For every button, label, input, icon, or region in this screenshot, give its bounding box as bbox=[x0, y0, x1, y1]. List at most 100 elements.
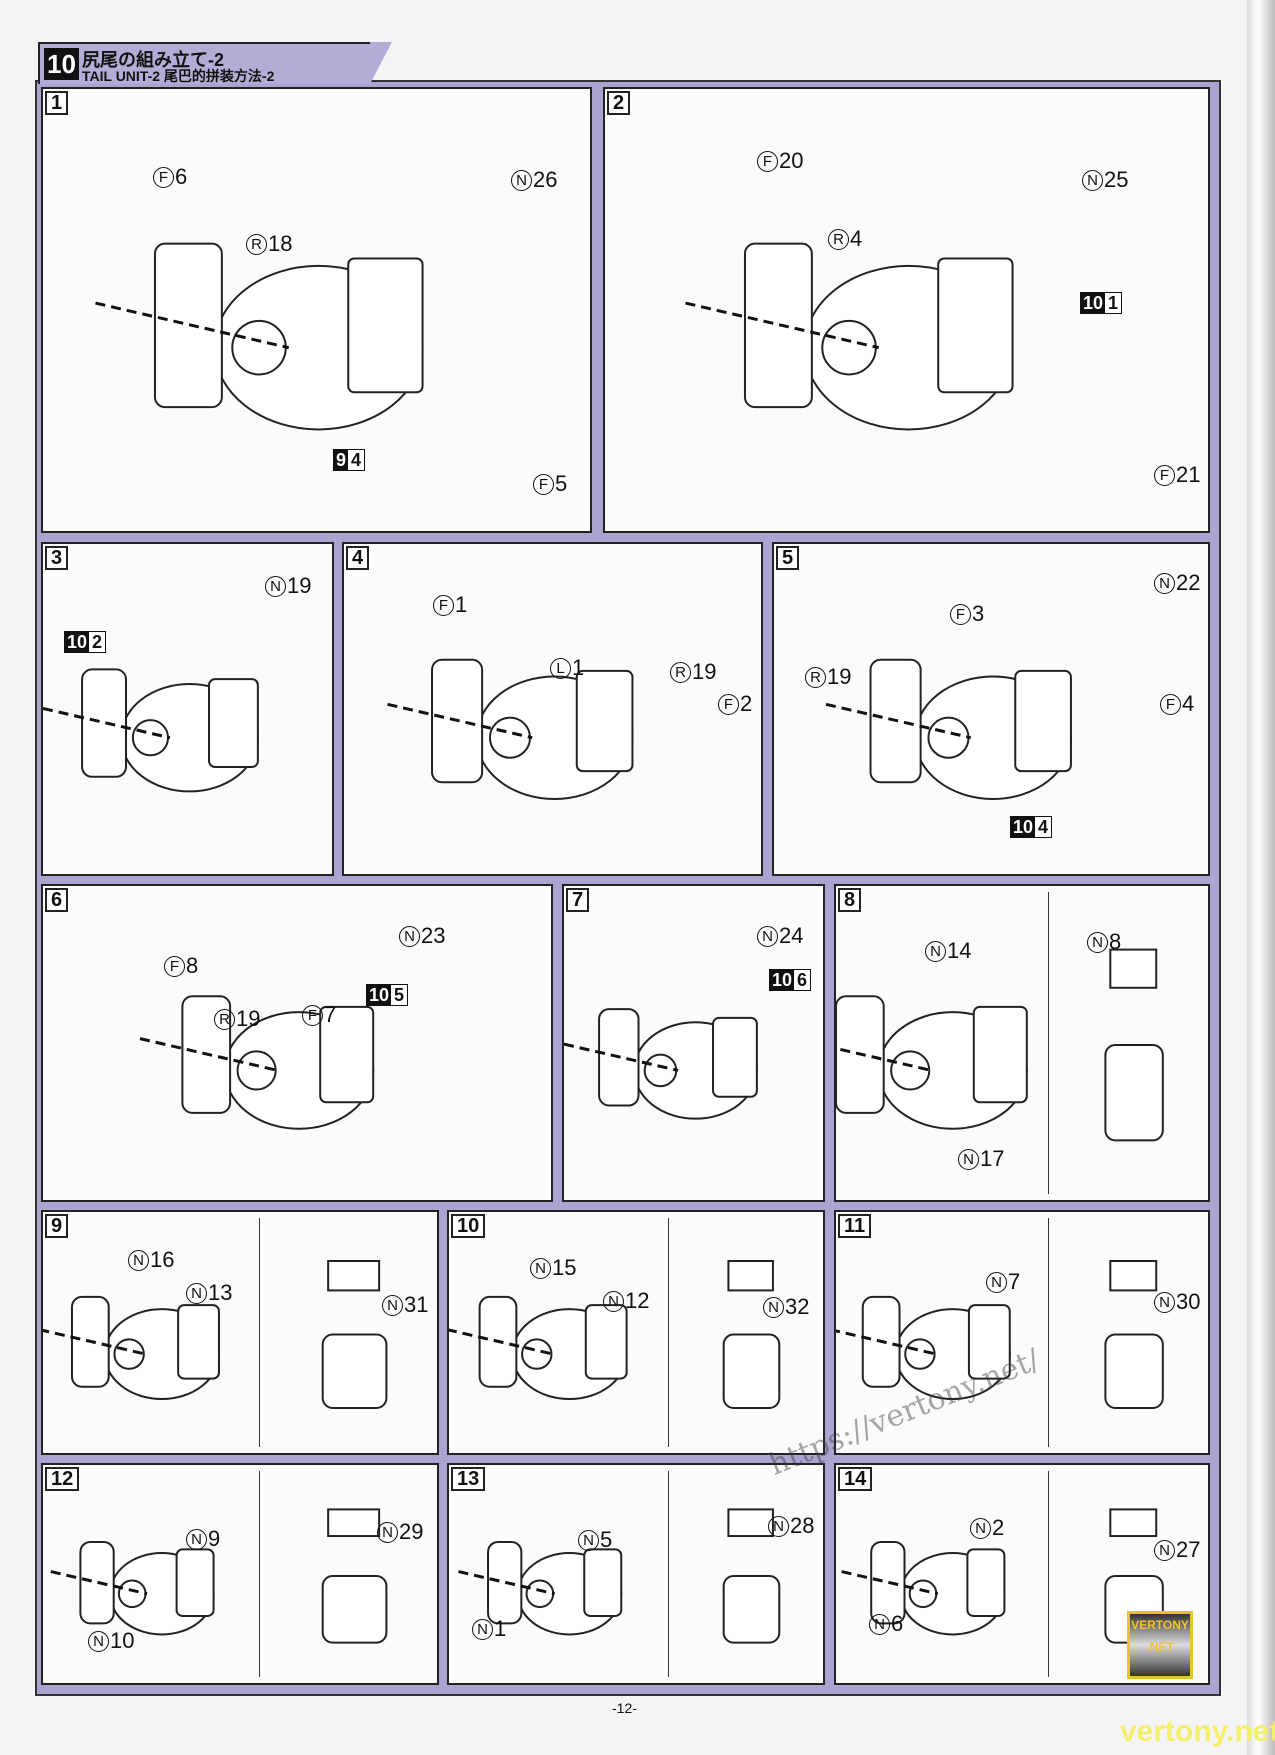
part-shape bbox=[743, 242, 813, 409]
part-number: 8 bbox=[1109, 929, 1122, 954]
part-number: 24 bbox=[779, 923, 804, 948]
part-number: 6 bbox=[891, 1611, 904, 1636]
part-shape bbox=[153, 242, 223, 409]
part-shape bbox=[712, 1016, 758, 1098]
part-number: 19 bbox=[692, 659, 717, 684]
badge-section: 10 bbox=[1081, 293, 1106, 313]
badge-section: 10 bbox=[65, 632, 90, 652]
section-subtitle: TAIL UNIT-2 尾巴的拼装方法-2 bbox=[82, 68, 275, 84]
part-shape bbox=[1104, 1044, 1164, 1142]
part-runner-letter: N bbox=[986, 1271, 1007, 1293]
part-shape bbox=[727, 1260, 774, 1292]
part-runner-letter: N bbox=[186, 1528, 207, 1550]
part-runner-letter: N bbox=[382, 1294, 403, 1316]
badge-step: 5 bbox=[391, 985, 408, 1005]
step-number: 13 bbox=[451, 1467, 486, 1491]
part-shape bbox=[877, 1011, 1028, 1130]
section-title: 尻尾の組み立て-2 bbox=[82, 50, 225, 70]
part-number: 2 bbox=[740, 691, 753, 716]
part-shape bbox=[231, 319, 287, 376]
assembly-arrow bbox=[825, 702, 972, 740]
part-shape bbox=[575, 669, 634, 773]
part-shape bbox=[478, 1295, 518, 1388]
part-number: 6 bbox=[175, 164, 188, 189]
badge-step: 4 bbox=[1035, 817, 1052, 837]
assembly-illustration bbox=[139, 995, 375, 1130]
assembly-arrow bbox=[841, 1570, 939, 1596]
part-runner-letter: N bbox=[128, 1249, 149, 1271]
assembly-arrow bbox=[836, 1329, 937, 1356]
assembly-arrow bbox=[449, 1328, 554, 1356]
step-number: 8 bbox=[838, 888, 862, 912]
part-shape bbox=[583, 1548, 623, 1617]
part-shape bbox=[321, 1333, 388, 1409]
part-shape bbox=[488, 716, 532, 759]
badge-section: 10 bbox=[1011, 817, 1036, 837]
part-runner-letter: N bbox=[399, 925, 420, 947]
part-shape bbox=[70, 1295, 110, 1388]
part-runner-letter: N bbox=[925, 940, 946, 962]
part-number: 5 bbox=[555, 471, 568, 496]
assembly-illustration bbox=[387, 658, 634, 800]
part-runner-letter: F bbox=[718, 693, 739, 715]
part-number: 20 bbox=[779, 148, 804, 173]
part-shape bbox=[475, 675, 634, 800]
part-runner-letter: N bbox=[265, 575, 286, 597]
part-number: 10 bbox=[110, 1628, 135, 1653]
part-shape bbox=[904, 1338, 936, 1370]
part-shape bbox=[836, 995, 885, 1114]
part-runner-letter: N bbox=[763, 1296, 784, 1318]
step-number: 12 bbox=[45, 1467, 80, 1491]
part-runner-letter: F bbox=[302, 1004, 323, 1026]
part-runner-letter: N bbox=[511, 169, 532, 191]
part-runner-letter: N bbox=[757, 925, 778, 947]
part-number: 15 bbox=[552, 1255, 577, 1280]
assembly-arrow bbox=[836, 1046, 932, 1072]
section-number: 10 bbox=[44, 48, 79, 80]
part-shape bbox=[598, 1008, 640, 1107]
part-number: 9 bbox=[208, 1526, 221, 1551]
part-shape bbox=[937, 257, 1014, 394]
part-shape bbox=[131, 719, 170, 757]
part-number: 1 bbox=[455, 592, 468, 617]
badge-section: 9 bbox=[334, 450, 349, 470]
part-runner-letter: N bbox=[1154, 1291, 1175, 1313]
watermark-site: vertony.net bbox=[1120, 1715, 1275, 1748]
part-runner-letter: N bbox=[186, 1282, 207, 1304]
part-runner-letter: N bbox=[472, 1618, 493, 1640]
part-number: 4 bbox=[1182, 691, 1195, 716]
part-runner-letter: N bbox=[1154, 572, 1175, 594]
assembly-arrow bbox=[43, 1328, 146, 1356]
part-shape bbox=[1014, 669, 1072, 773]
part-number: 16 bbox=[150, 1247, 175, 1272]
part-number: 4 bbox=[850, 226, 863, 251]
assembly-arrow bbox=[43, 706, 171, 740]
part-number: 21 bbox=[1176, 462, 1201, 487]
step-panel-13: 13 bbox=[447, 1463, 825, 1685]
step-panel-9: 9 bbox=[41, 1210, 439, 1455]
step-number: 9 bbox=[45, 1214, 69, 1238]
part-shape bbox=[103, 1308, 220, 1401]
part-number: 22 bbox=[1176, 570, 1201, 595]
part-runner-letter: R bbox=[246, 233, 267, 255]
badge-step: 2 bbox=[89, 632, 106, 652]
part-shape bbox=[890, 1050, 931, 1091]
part-runner-letter: N bbox=[958, 1148, 979, 1170]
part-runner-letter: F bbox=[757, 150, 778, 172]
